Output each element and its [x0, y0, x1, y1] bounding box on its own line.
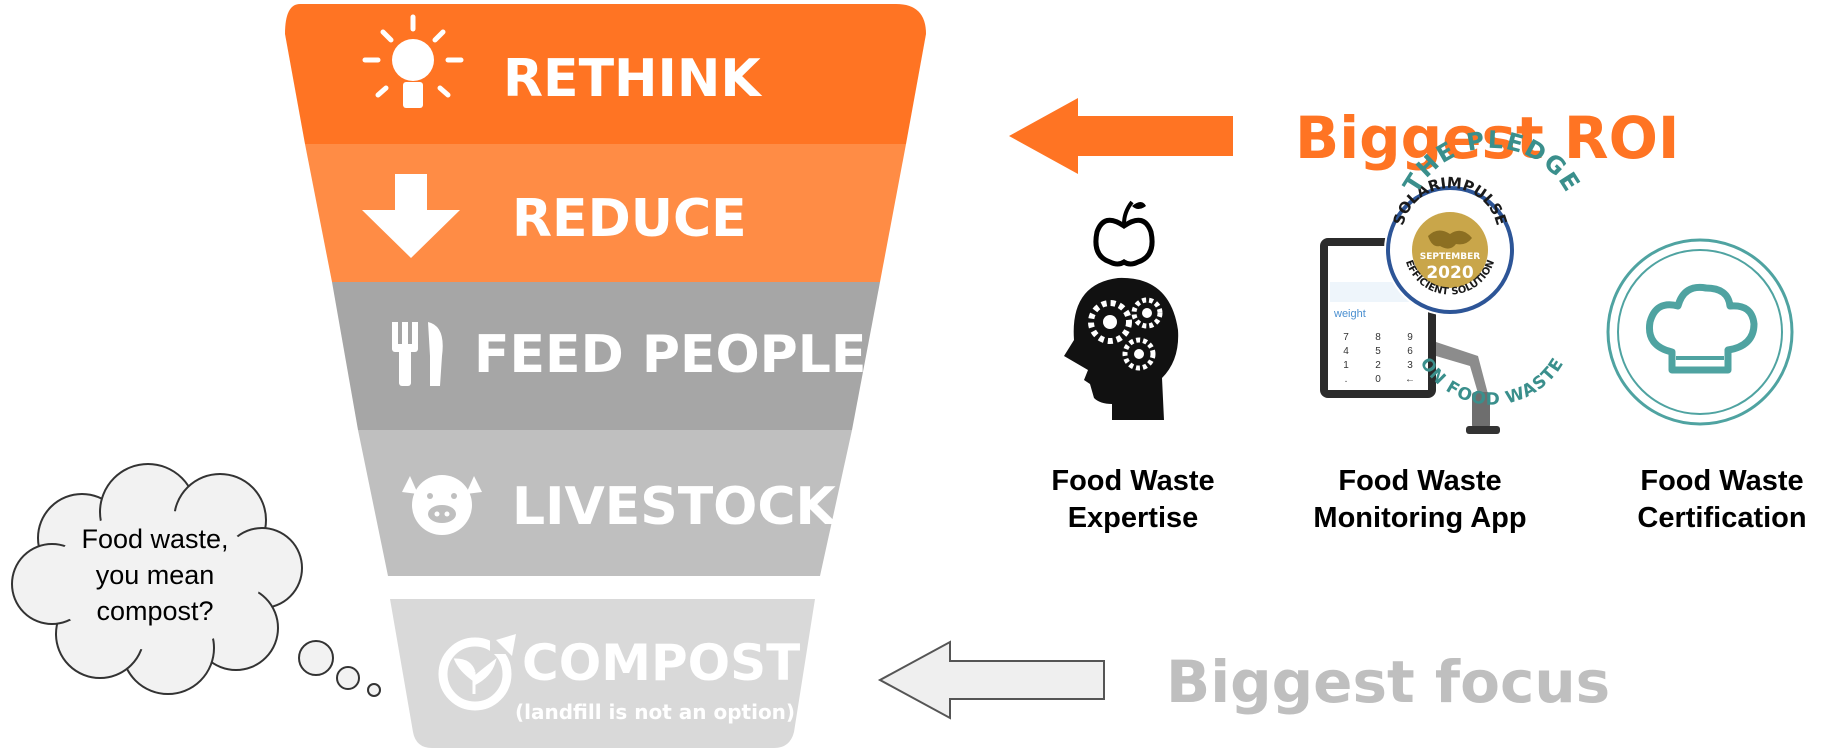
head-gears-icon — [1064, 277, 1179, 420]
tool-certification-line2: Certification — [1637, 502, 1806, 534]
app-key: 0 — [1375, 374, 1381, 385]
tier-reduce-band — [305, 144, 906, 282]
tier-compost-sublabel: (landfill is not an option) — [515, 700, 795, 724]
thought-line-2: you mean — [96, 560, 215, 590]
tier-rethink-label: RETHINK — [503, 49, 762, 109]
focus-callout: Biggest focus — [1166, 648, 1610, 716]
tool-monitoring-app-line2: Monitoring App — [1313, 502, 1526, 534]
tier-rethink: RETHINK — [285, 4, 926, 144]
tier-reduce: REDUCE — [305, 144, 906, 282]
thought-line-3: compost? — [96, 596, 213, 626]
tier-livestock-label: LIVESTOCK — [512, 477, 838, 537]
tool-certification-line1: Food Waste — [1640, 465, 1803, 497]
tier-livestock-band — [358, 430, 852, 576]
tool-expertise-line2: Expertise — [1068, 502, 1199, 534]
pledge-arc-bottom: ON FOOD WASTE — [1416, 354, 1568, 410]
tool-expertise-line1: Food Waste — [1051, 465, 1214, 497]
tier-feed-people-band — [332, 282, 880, 430]
chef-hat-icon — [1645, 283, 1758, 374]
tier-compost-label: COMPOST — [522, 634, 800, 692]
roi-callout: Biggest ROI — [1295, 104, 1679, 172]
app-key: 7 — [1343, 332, 1349, 343]
app-key: 6 — [1407, 346, 1413, 357]
fork-knife-icon — [392, 322, 443, 386]
app-key: 9 — [1407, 332, 1413, 343]
app-key: 4 — [1343, 346, 1349, 357]
solar-impulse-badge: SOLARIMPULSE EFFICIENT SOLUTION SEPTEMBE… — [1384, 174, 1516, 316]
tier-compost: COMPOST (landfill is not an option) — [390, 599, 815, 748]
thought-bubble: Food waste, you mean compost? — [11, 463, 381, 697]
app-weight-field: weight — [1333, 308, 1366, 320]
tier-feed-people: FEED PEOPLE — [332, 282, 880, 430]
apple-icon — [1093, 200, 1155, 267]
app-key: ← — [1405, 374, 1415, 385]
down-arrow-icon — [362, 174, 460, 258]
roi-arrow-icon — [1009, 98, 1233, 174]
focus-arrow-icon — [877, 640, 1105, 720]
app-keypad: 7 8 9 4 5 6 1 2 3 . 0 ← — [1343, 332, 1415, 385]
app-key: 5 — [1375, 346, 1381, 357]
pig-icon — [402, 475, 482, 535]
app-key: . — [1345, 374, 1348, 385]
app-key: 8 — [1375, 332, 1381, 343]
tier-rethink-band — [285, 4, 926, 144]
app-key: 3 — [1407, 360, 1413, 371]
app-key: 1 — [1343, 360, 1349, 371]
compost-icon — [438, 634, 516, 711]
lightbulb-icon — [362, 14, 464, 108]
tier-livestock: LIVESTOCK — [358, 430, 852, 576]
thought-line-1: Food waste, — [81, 524, 228, 554]
app-key: 2 — [1375, 360, 1381, 371]
tool-monitoring-app: weight 7 8 9 4 5 6 1 2 3 . 0 ← — [1313, 174, 1526, 534]
tool-monitoring-app-line1: Food Waste — [1338, 465, 1501, 497]
badge-month: SEPTEMBER — [1420, 252, 1480, 262]
tier-reduce-label: REDUCE — [512, 189, 747, 249]
tool-expertise: Food Waste Expertise — [1051, 200, 1215, 534]
badge-year: 2020 — [1426, 263, 1473, 283]
tier-feed-people-label: FEED PEOPLE — [474, 325, 866, 385]
